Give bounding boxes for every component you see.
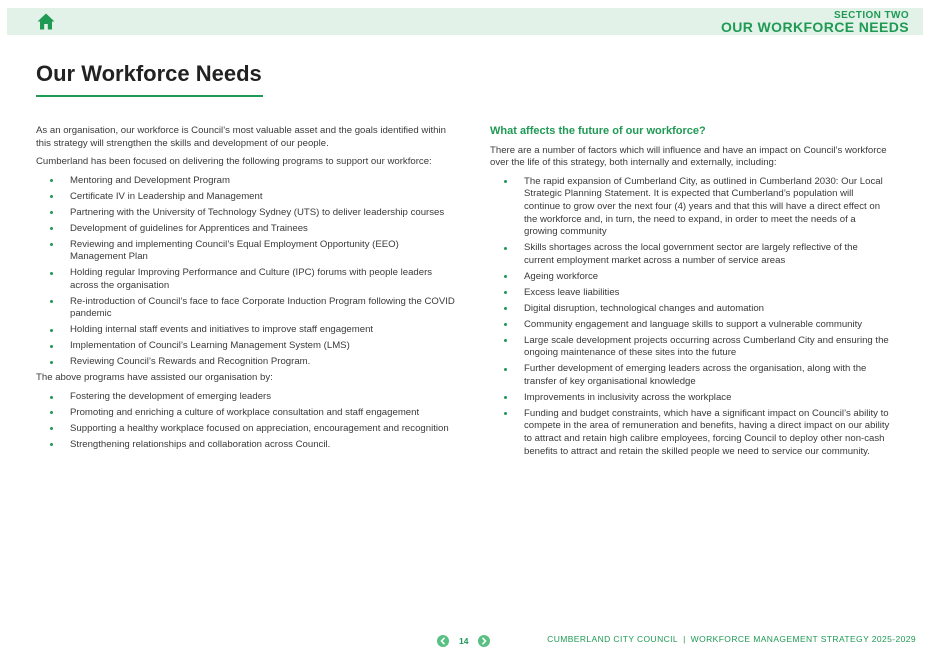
list-item: Re-introduction of Council’s face to fac… [36, 296, 456, 321]
list-item: Reviewing Council’s Rewards and Recognit… [36, 356, 456, 369]
top-header-bar: SECTION TWO OUR WORKFORCE NEEDS [7, 8, 923, 35]
list-item: Holding internal staff events and initia… [36, 324, 456, 337]
list-item: Ageing workforce [490, 271, 890, 284]
left-column: As an organisation, our workforce is Cou… [36, 125, 456, 455]
list-item: Digital disruption, technological change… [490, 303, 890, 316]
factors-intro: There are a number of factors which will… [490, 144, 887, 169]
section-title: OUR WORKFORCE NEEDS [720, 19, 909, 35]
list-item: Implementation of Council’s Learning Man… [36, 340, 456, 353]
page-number: 14 [459, 636, 469, 646]
list-item: Improvements in inclusivity across the w… [490, 392, 890, 405]
list-item: Further development of emerging leaders … [490, 363, 890, 388]
intro-paragraph: As an organisation, our workforce is Cou… [36, 125, 446, 149]
footer-document-info: CUMBERLAND CITY COUNCIL | WORKFORCE MANAGE… [547, 634, 916, 644]
list-item: Fostering the development of emerging le… [36, 391, 456, 404]
list-item: Partnering with the University of Techno… [36, 207, 456, 220]
list-item: The rapid expansion of Cumberland City, … [490, 176, 890, 239]
list-item: Funding and budget constraints, which ha… [490, 408, 890, 458]
list-item: Supporting a healthy workplace focused o… [36, 423, 456, 436]
list-item: Promoting and enriching a culture of wor… [36, 407, 456, 420]
list-item: Holding regular Improving Performance an… [36, 267, 456, 292]
list-item: Excess leave liabilities [490, 287, 890, 300]
right-column: What affects the future of our workforce… [490, 125, 890, 462]
list-item: Community engagement and language skills… [490, 319, 890, 332]
page-navigation: 14 [437, 634, 491, 648]
factors-heading: What affects the future of our workforce… [490, 125, 706, 137]
section-label: SECTION TWO [834, 10, 909, 21]
list-item: Certificate IV in Leadership and Managem… [36, 191, 456, 204]
list-item: Strengthening relationships and collabor… [36, 439, 456, 452]
footer-separator: | [683, 634, 686, 644]
list-item: Large scale development projects occurri… [490, 335, 890, 360]
page-title: Our Workforce Needs [36, 61, 262, 86]
list-item: Mentoring and Development Program [36, 175, 456, 188]
list-item: Reviewing and implementing Council’s Equ… [36, 239, 456, 264]
footer-doc-title: WORKFORCE MANAGEMENT STRATEGY 2025-2029 [690, 634, 916, 644]
factors-list: The rapid expansion of Cumberland City, … [490, 176, 890, 458]
programs-list: Mentoring and Development Program Certif… [36, 175, 456, 369]
title-underline [36, 95, 263, 97]
chevron-right-icon[interactable] [478, 635, 491, 647]
list-item: Development of guidelines for Apprentice… [36, 223, 456, 236]
assisted-list: Fostering the development of emerging le… [36, 391, 456, 452]
chevron-left-icon[interactable] [437, 635, 449, 647]
assisted-intro: The above programs have assisted our org… [36, 372, 273, 384]
footer-org: CUMBERLAND CITY COUNCIL [547, 634, 679, 644]
home-icon[interactable] [37, 13, 55, 30]
list-item: Skills shortages across the local govern… [490, 242, 890, 267]
programs-intro: Cumberland has been focused on deliverin… [36, 156, 432, 168]
